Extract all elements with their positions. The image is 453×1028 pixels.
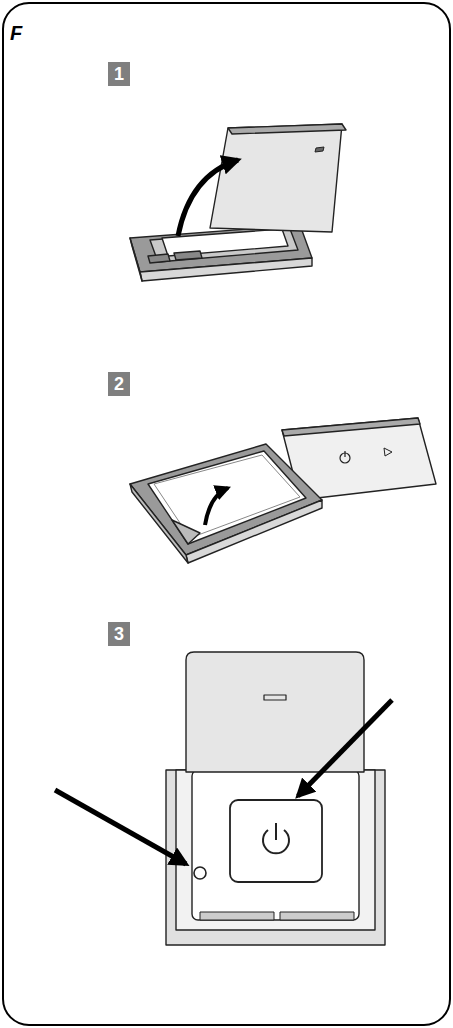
pointer-arrow bbox=[55, 790, 186, 864]
step-number: 1 bbox=[108, 62, 130, 86]
panel-letter: F bbox=[10, 22, 22, 45]
cradle-front-view bbox=[166, 652, 385, 945]
step-number: 2 bbox=[108, 372, 130, 396]
cradle-flat-lid bbox=[130, 418, 436, 563]
motion-arrow bbox=[178, 160, 238, 236]
step-number: 3 bbox=[108, 622, 130, 646]
cradle-open-lid bbox=[130, 124, 346, 281]
pointer-arrow bbox=[298, 700, 392, 796]
motion-arrow bbox=[205, 488, 228, 525]
frame bbox=[3, 3, 450, 1025]
